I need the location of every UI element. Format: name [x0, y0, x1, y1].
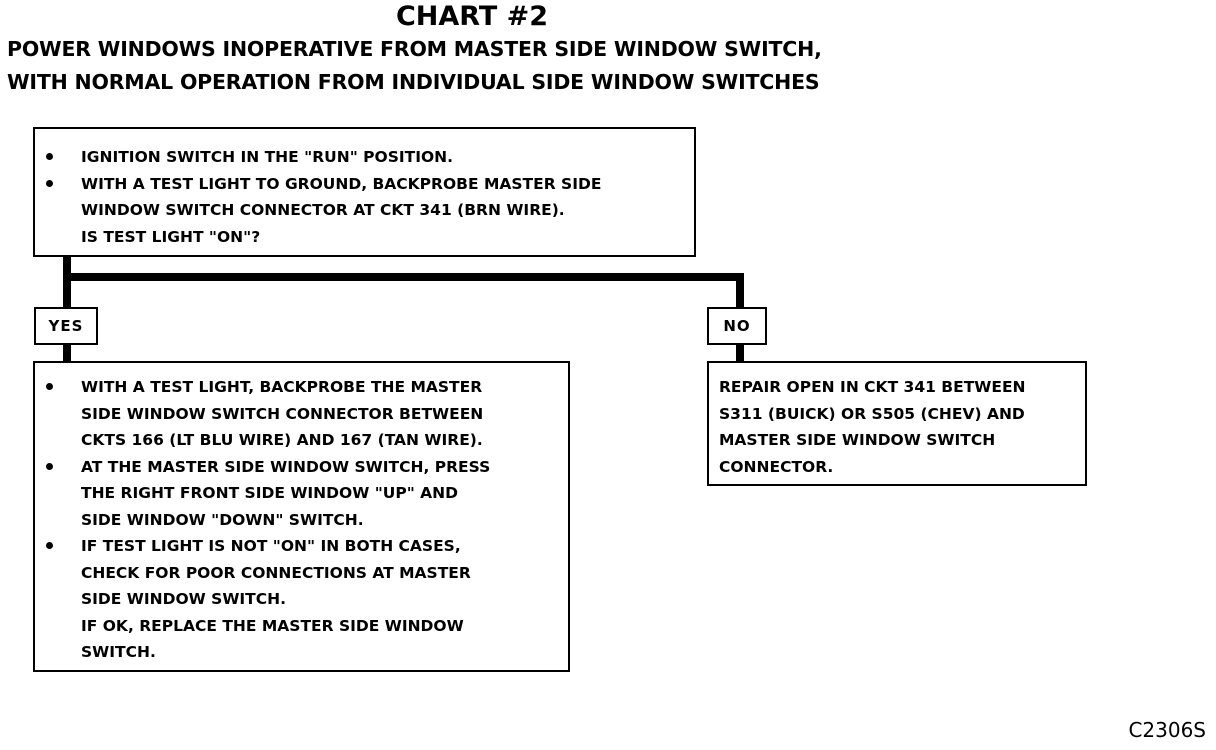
no-line-2: S311 (BUICK) OR S505 (CHEV) AND	[719, 404, 1025, 423]
yes-step-2: AT THE MASTER SIDE WINDOW SWITCH, PRESS	[35, 454, 568, 481]
yes-step-1-cont-b: CKTS 166 (LT BLU WIRE) AND 167 (TAN WIRE…	[81, 431, 483, 449]
yes-branch-label: YES	[34, 307, 98, 345]
yes-step-1-cont-a: SIDE WINDOW SWITCH CONNECTOR BETWEEN	[81, 404, 484, 423]
chart-subtitle-line-1: POWER WINDOWS INOPERATIVE FROM MASTER SI…	[7, 37, 822, 61]
yes-step-2-cont-b: SIDE WINDOW "DOWN" SWITCH.	[81, 510, 364, 529]
start-check-box: IGNITION SWITCH IN THE "RUN" POSITION. W…	[33, 127, 696, 257]
no-line-4: CONNECTOR.	[719, 457, 834, 476]
start-step-1: IGNITION SWITCH IN THE "RUN" POSITION.	[35, 144, 694, 171]
chart-subtitle-line-2: WITH NORMAL OPERATION FROM INDIVIDUAL SI…	[7, 70, 820, 94]
yes-step-3-cont-d: SWITCH.	[81, 643, 156, 661]
yes-step-3-cont-c: IF OK, REPLACE THE MASTER SIDE WINDOW	[81, 616, 464, 635]
start-step-2: WITH A TEST LIGHT TO GROUND, BACKPROBE M…	[35, 171, 694, 198]
yes-result-box: WITH A TEST LIGHT, BACKPROBE THE MASTER …	[33, 361, 570, 672]
no-result-box: REPAIR OPEN IN CKT 341 BETWEEN S311 (BUI…	[707, 361, 1087, 486]
start-question: IS TEST LIGHT "ON"?	[81, 227, 261, 246]
yes-step-3-cont-a: CHECK FOR POOR CONNECTIONS AT MASTER	[81, 563, 471, 582]
start-step-2-cont: WINDOW SWITCH CONNECTOR AT CKT 341 (BRN …	[81, 201, 565, 219]
no-line-3: MASTER SIDE WINDOW SWITCH	[719, 431, 996, 449]
yes-step-2-cont-a: THE RIGHT FRONT SIDE WINDOW "UP" AND	[81, 484, 459, 502]
yes-step-3: IF TEST LIGHT IS NOT "ON" IN BOTH CASES,	[35, 533, 568, 560]
no-branch-label: NO	[707, 307, 767, 345]
figure-code: C2306S	[1128, 718, 1206, 742]
chart-title: CHART #2	[395, 1, 549, 32]
yes-step-3-cont-b: SIDE WINDOW SWITCH.	[81, 590, 286, 608]
yes-step-1: WITH A TEST LIGHT, BACKPROBE THE MASTER	[35, 374, 568, 401]
no-line-1: REPAIR OPEN IN CKT 341 BETWEEN	[719, 378, 1026, 396]
